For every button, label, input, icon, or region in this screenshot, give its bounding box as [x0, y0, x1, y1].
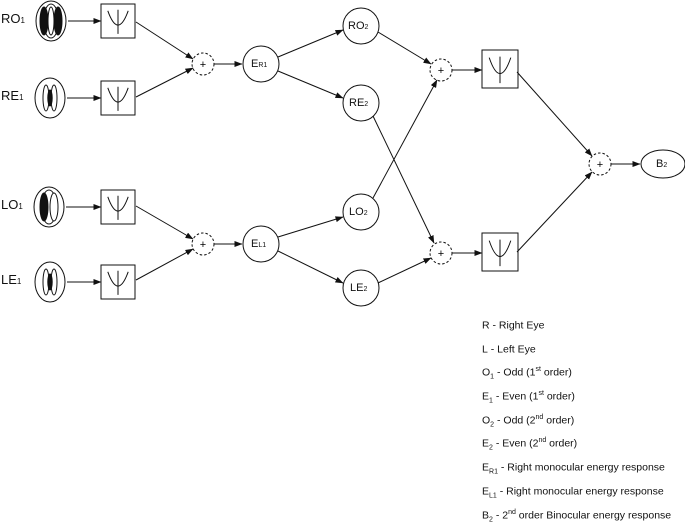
svg-text:+: +: [438, 65, 444, 77]
legend-row: EL1 - Right monocular energy response: [482, 481, 671, 505]
square-box-lo1: [101, 190, 135, 224]
receptive-field-le1: [35, 262, 65, 302]
square-box-odd: [482, 50, 518, 88]
sum-node-right-first: +: [192, 53, 214, 75]
node-label-le2: LE2: [350, 281, 367, 297]
sum-node-odd-second: +: [430, 59, 452, 81]
sum-node-binocular: +: [589, 153, 611, 175]
square-box-le1: [101, 265, 135, 299]
node-label-er1: ER1: [251, 57, 267, 73]
legend-row: R - Right Eye: [482, 315, 671, 339]
sum-node-even-second: +: [430, 242, 452, 264]
square-box-even: [482, 233, 518, 271]
node-label-el1: EL1: [251, 237, 266, 253]
square-box-re1: [101, 81, 135, 115]
legend-row: O2 - Odd (2nd order): [482, 410, 671, 434]
svg-text:+: +: [438, 248, 444, 260]
input-label-le1: LE1: [1, 273, 21, 289]
svg-text:+: +: [597, 159, 603, 171]
input-label-ro1: RO1: [1, 12, 25, 28]
node-label-lo2: LO2: [349, 205, 368, 221]
input-label-re1: RE1: [1, 89, 24, 105]
node-label-b2: B2: [656, 157, 667, 173]
legend-row: E1 - Even (1st order): [482, 386, 671, 410]
legend-row: E2 - Even (2nd order): [482, 433, 671, 457]
legend-row: O1 - Odd (1st order): [482, 362, 671, 386]
legend-row: ER1 - Right monocular energy response: [482, 457, 671, 481]
receptive-field-ro1: [36, 1, 66, 41]
node-label-ro2: RO2: [348, 19, 368, 35]
legend-row: B2 - 2nd order Binocular energy response: [482, 505, 671, 528]
svg-text:+: +: [200, 239, 206, 251]
svg-text:+: +: [200, 59, 206, 71]
receptive-field-re1: [35, 78, 65, 118]
node-label-re2: RE2: [349, 96, 368, 112]
connection-arrows: [66, 21, 640, 283]
receptive-field-lo1: [34, 187, 64, 227]
legend-row: L - Left Eye: [482, 339, 671, 363]
square-box-ro1: [101, 4, 135, 38]
input-label-lo1: LO1: [1, 198, 23, 214]
sum-node-left-first: +: [192, 233, 214, 255]
